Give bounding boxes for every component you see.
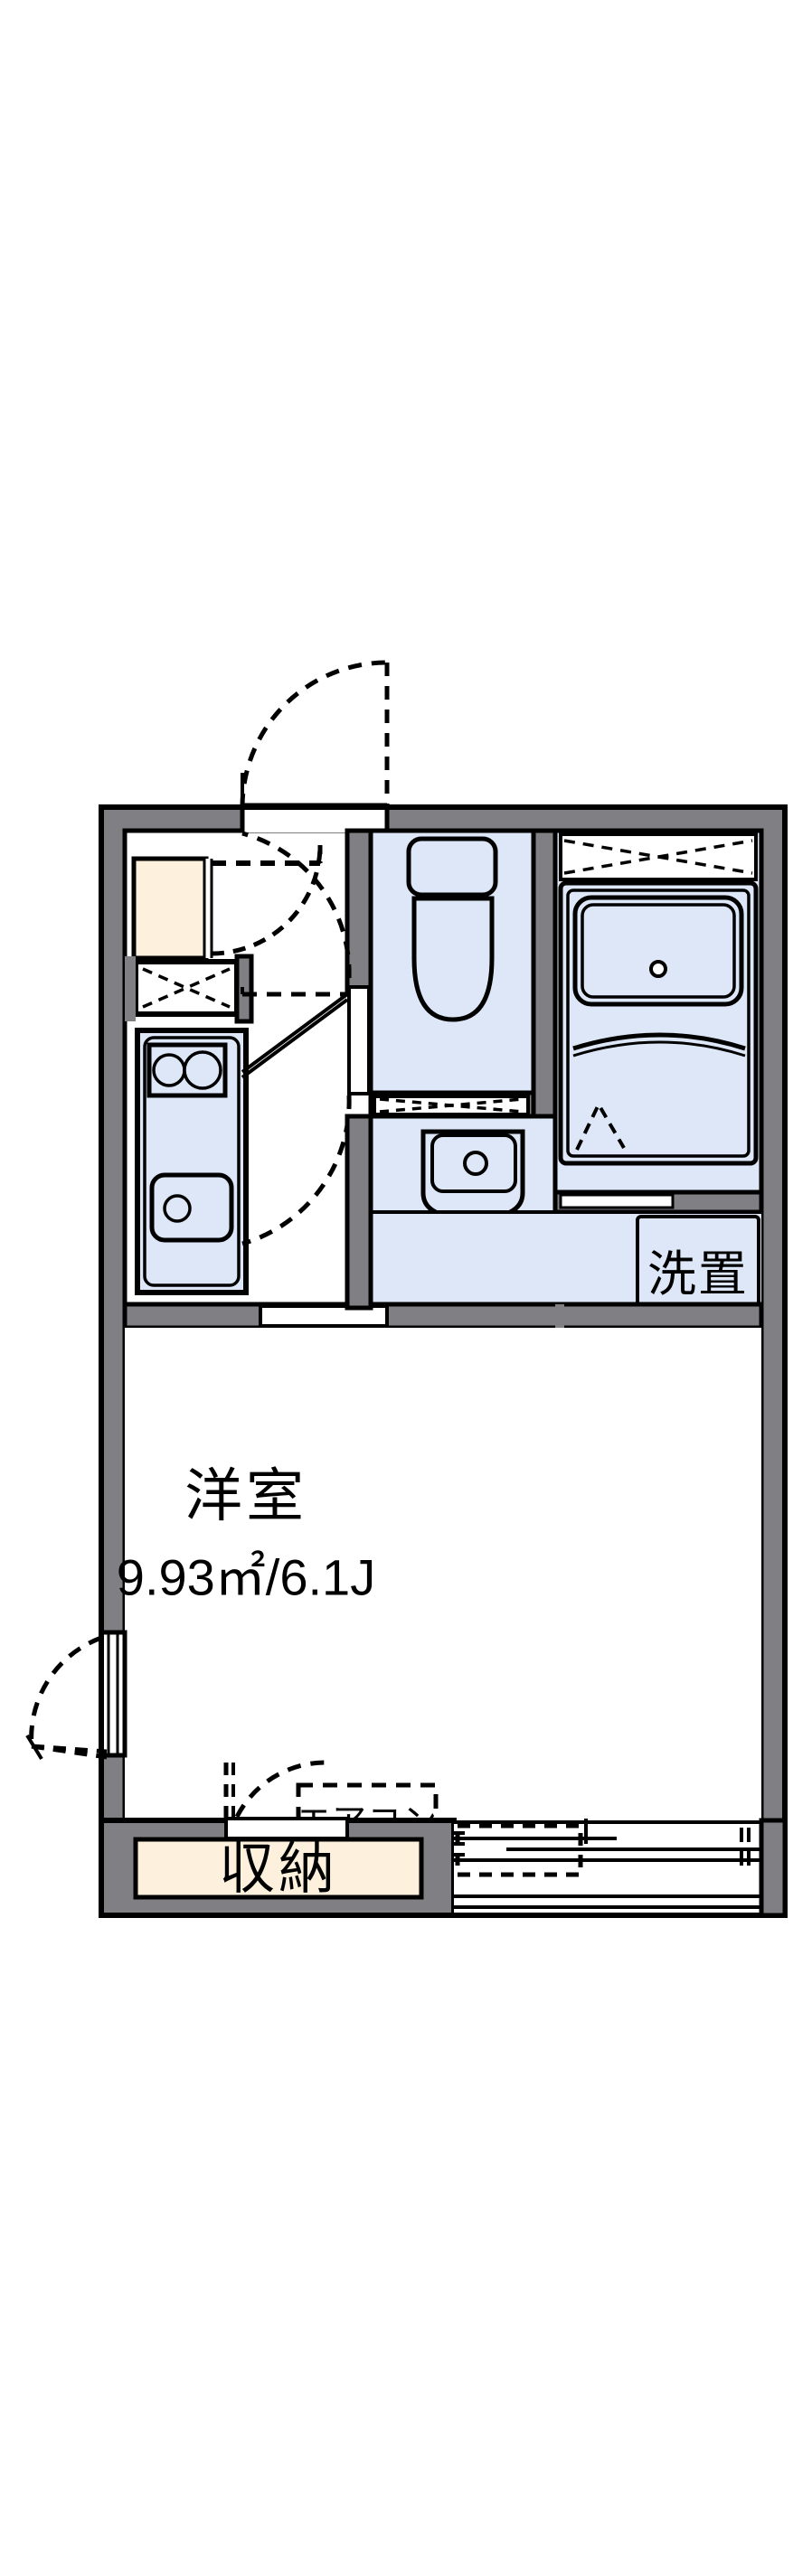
bath-south-wall [552, 1189, 764, 1215]
balcony-window[interactable] [454, 1819, 761, 1915]
toilet-bath-wall [531, 828, 558, 1119]
washroom-folding-door[interactable] [241, 985, 371, 1095]
kitchen-window[interactable] [125, 956, 240, 1021]
main-room: 洋室 9.93㎡/6.1J [117, 1328, 761, 1892]
room-west-window[interactable] [25, 1630, 127, 1761]
kitchen-hall-wall [345, 1114, 373, 1311]
closet-door-swing[interactable] [223, 1760, 326, 1863]
entry-closet [131, 856, 213, 961]
closet-sliding-door[interactable] [224, 1817, 349, 1840]
main-room-name: 洋室 [184, 1463, 307, 1528]
hall-room-divider-wall [122, 1302, 764, 1330]
washer-place: 洗置 [636, 1215, 760, 1329]
main-room-area: 9.93㎡/6.1J [117, 1549, 375, 1606]
toilet-room [368, 828, 536, 1095]
entry-closet-door-swing[interactable] [211, 844, 323, 956]
washer-place-label: 洗置 [647, 1247, 749, 1302]
room-entry-door-opening[interactable] [259, 1304, 389, 1328]
unit-bath [552, 828, 764, 1195]
room-closet-label: 収納 [219, 1838, 338, 1901]
kitchen-unit [135, 1028, 249, 1295]
entrance-door-swing [240, 660, 390, 808]
toilet-window[interactable] [373, 1095, 530, 1116]
outer-wall-outline-top [99, 804, 788, 1918]
